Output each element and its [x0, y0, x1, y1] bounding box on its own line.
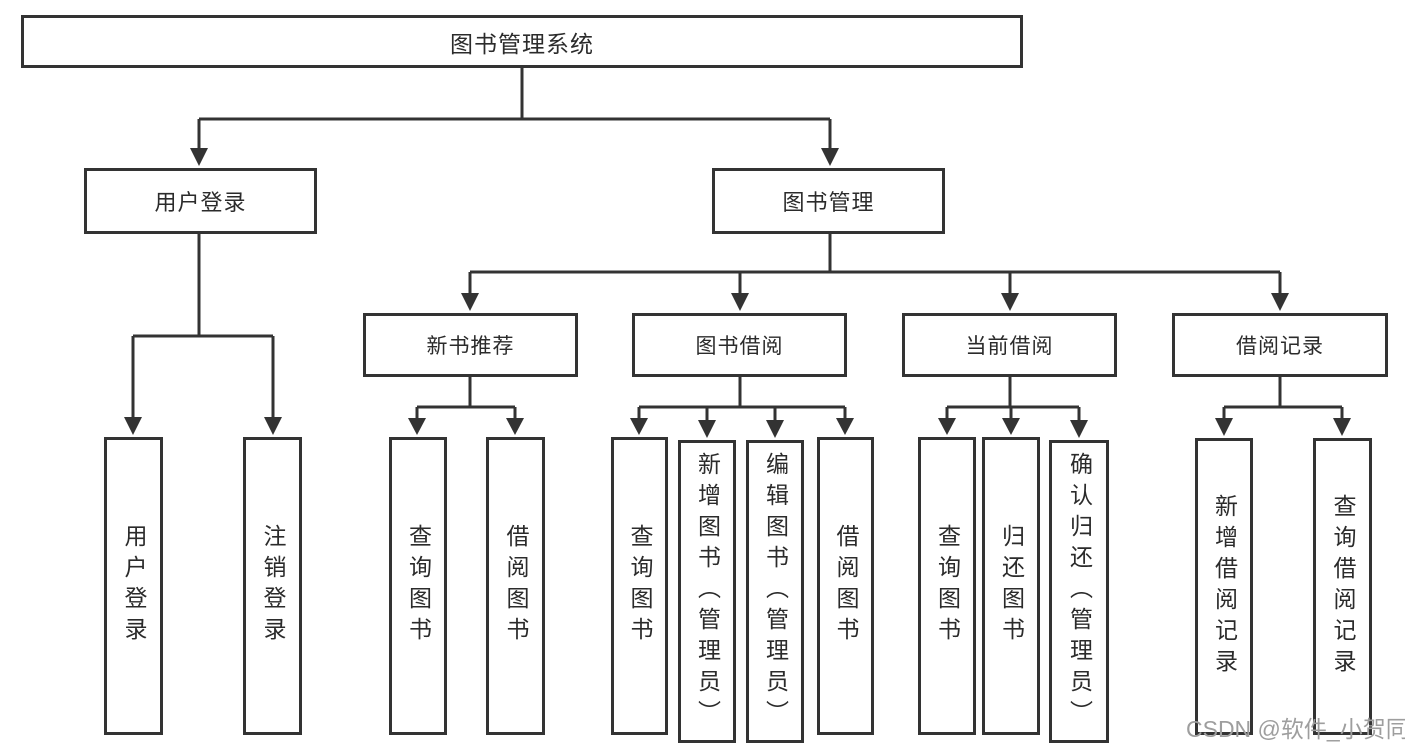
node-label: 借阅图书: [833, 524, 859, 648]
leaf-user-login: 用户登录: [104, 437, 163, 735]
leaf-current-confirm-return-admin: 确认归还（管理员）: [1049, 440, 1109, 743]
node-label: 编辑图书（管理员）: [762, 452, 789, 731]
node-label: 当前借阅: [965, 335, 1054, 358]
node-label: 查询借阅记录: [1330, 493, 1356, 680]
leaf-borrow-edit-books-admin: 编辑图书（管理员）: [746, 440, 804, 743]
node-label: 用户登录: [121, 524, 147, 648]
node-user-login: 用户登录: [84, 168, 317, 234]
node-label: 借阅图书: [503, 524, 529, 648]
node-label: 查询图书: [405, 524, 432, 648]
leaf-record-query-borrow-record: 查询借阅记录: [1313, 438, 1372, 735]
leaf-newbook-borrow-books: 借阅图书: [486, 437, 545, 735]
leaf-newbook-query-books: 查询图书: [389, 437, 447, 735]
leaf-logout: 注销登录: [243, 437, 302, 735]
leaf-borrow-borrow-books: 借阅图书: [817, 437, 874, 735]
node-label: 图书管理系统: [450, 30, 594, 57]
node-borrow-record: 借阅记录: [1172, 313, 1388, 377]
node-label: 确认归还（管理员）: [1066, 452, 1093, 731]
node-library-management-system: 图书管理系统: [21, 15, 1023, 68]
node-new-book-recommend: 新书推荐: [363, 313, 578, 377]
node-label: 借阅记录: [1236, 335, 1324, 358]
leaf-record-add-borrow-record: 新增借阅记录: [1195, 438, 1253, 735]
node-label: 用户登录: [154, 190, 247, 215]
node-label: 查询图书: [934, 524, 961, 648]
node-label: 新增借阅记录: [1211, 493, 1238, 680]
node-label: 注销登录: [260, 524, 286, 648]
node-current-borrow: 当前借阅: [902, 313, 1117, 377]
node-label: 归还图书: [998, 524, 1025, 648]
leaf-current-return-books: 归还图书: [982, 437, 1040, 735]
node-label: 查询图书: [627, 524, 653, 648]
node-label: 图书管理: [782, 190, 875, 215]
node-label: 新增图书（管理员）: [694, 452, 721, 731]
leaf-borrow-add-books-admin: 新增图书（管理员）: [678, 440, 736, 743]
leaf-borrow-query-books: 查询图书: [611, 437, 668, 735]
leaf-current-query-books: 查询图书: [918, 437, 976, 735]
node-label: 新书推荐: [426, 335, 515, 358]
csdn-watermark: CSDN @软件_小贺同学: [1186, 716, 1405, 742]
node-book-borrow: 图书借阅: [632, 313, 847, 377]
node-label: 图书借阅: [695, 335, 784, 358]
node-book-management: 图书管理: [712, 168, 945, 234]
